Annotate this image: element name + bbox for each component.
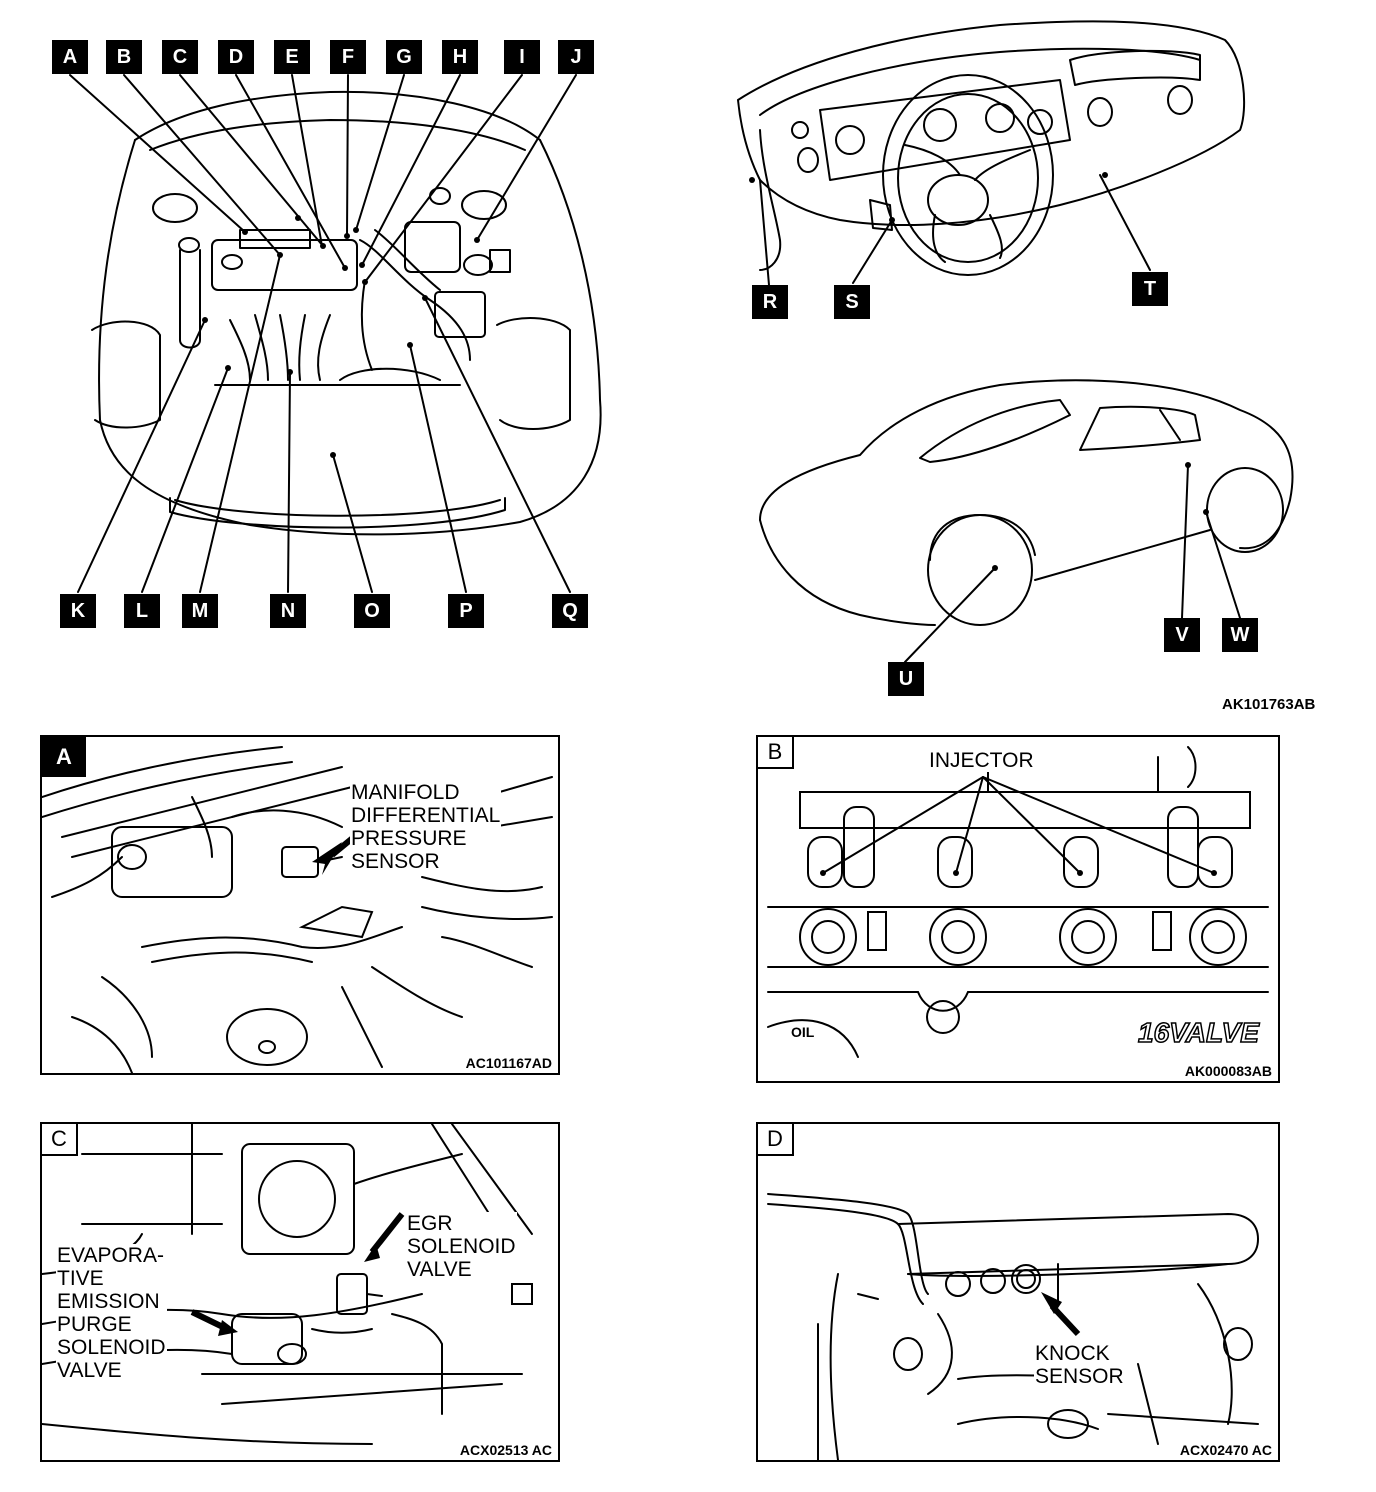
egr-solenoid-valve-label: EGR SOLENOID VALVE	[406, 1212, 517, 1281]
panel-a: A MANIFOLD DIFFERENTIAL PRESSURE SENSOR …	[40, 735, 560, 1075]
callout-b: B	[106, 40, 142, 74]
callout-d: D	[218, 40, 254, 74]
embossed-16-valve-text: 16VALVE	[1138, 1017, 1260, 1048]
callout-e: E	[274, 40, 310, 74]
callout-o: O	[354, 594, 390, 628]
callout-m: M	[182, 594, 218, 628]
callout-i: I	[504, 40, 540, 74]
callout-j: J	[558, 40, 594, 74]
callout-r: R	[752, 285, 788, 319]
panel-d: D KNOCK SENSOR ACX02470 AC	[756, 1122, 1280, 1462]
panel-b-illustration: OIL 16VALVE	[767, 746, 1269, 1058]
dashboard-drawing	[737, 20, 1246, 286]
callout-g: G	[386, 40, 422, 74]
callout-t: T	[1132, 272, 1168, 306]
engine-bay-drawing	[69, 74, 602, 593]
callout-k: K	[60, 594, 96, 628]
callout-n: N	[270, 594, 306, 628]
overview-figure-code: AK101763AB	[1222, 696, 1316, 713]
panel-b: OIL 16VALVE B INJECTOR AK000083AB	[756, 735, 1280, 1083]
panel-c: C EVAPORA- TIVE EMISSION PURGE SOLENOID …	[40, 1122, 560, 1462]
knock-sensor-label: KNOCK SENSOR	[1034, 1342, 1125, 1388]
panel-c-code: ACX02513 AC	[459, 1442, 552, 1458]
panel-c-tag: C	[42, 1124, 78, 1156]
panel-a-illustration	[42, 746, 553, 1073]
callout-h: H	[442, 40, 478, 74]
callout-a: A	[52, 40, 88, 74]
callout-u: U	[888, 662, 924, 696]
panel-c-illustration	[42, 1124, 533, 1445]
oil-cap-text: OIL	[791, 1024, 815, 1040]
panel-d-code: ACX02470 AC	[1179, 1442, 1272, 1458]
panel-b-tag: B	[758, 737, 794, 769]
panel-d-tag: D	[758, 1124, 794, 1156]
callout-w: W	[1222, 618, 1258, 652]
callout-f: F	[330, 40, 366, 74]
evaporative-emission-purge-solenoid-valve-label: EVAPORA- TIVE EMISSION PURGE SOLENOID VA…	[56, 1244, 167, 1382]
panel-b-code: AK000083AB	[1184, 1063, 1272, 1079]
callout-q: Q	[552, 594, 588, 628]
panel-a-code: AC101167AD	[465, 1055, 552, 1071]
callout-l: L	[124, 594, 160, 628]
callout-p: P	[448, 594, 484, 628]
overview-drawings	[69, 20, 1294, 663]
injector-label: INJECTOR	[928, 749, 1035, 772]
panel-d-illustration	[767, 1193, 1260, 1460]
manifold-differential-pressure-sensor-label: MANIFOLD DIFFERENTIAL PRESSURE SENSOR	[350, 781, 502, 873]
car-drawing	[759, 379, 1294, 663]
callout-v: V	[1164, 618, 1200, 652]
panel-a-tag: A	[42, 737, 86, 777]
callout-c: C	[162, 40, 198, 74]
callout-s: S	[834, 285, 870, 319]
